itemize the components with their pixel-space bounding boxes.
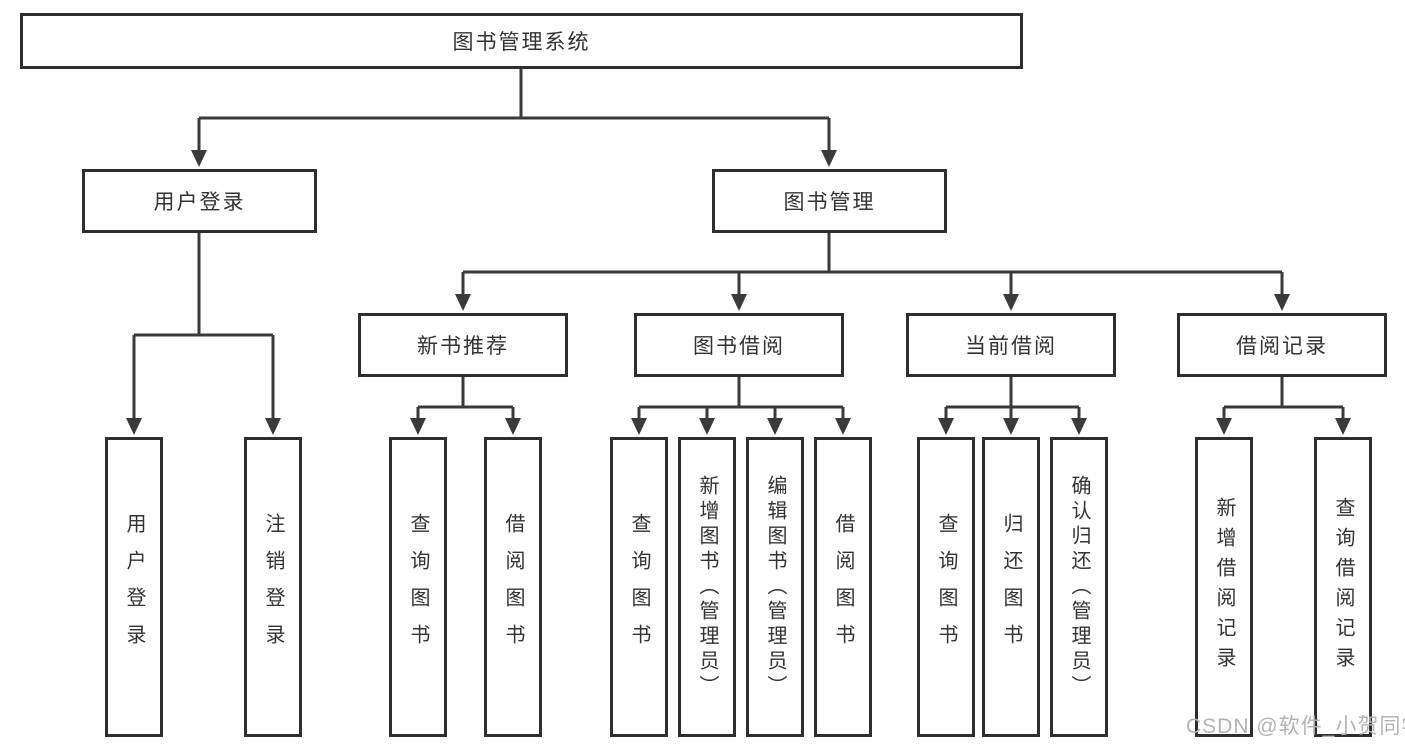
node-label: 图书借阅 [693,335,785,358]
node-label: 借阅图书 [502,513,524,661]
node-leaf-add-books-admin: 新增图书（管理员） [678,437,736,737]
node-label: 新书推荐 [417,335,509,358]
node-label: 借阅图书 [832,513,854,661]
node-user-login: 用户登录 [82,169,317,233]
node-label: 当前借阅 [965,335,1057,358]
node-book-management: 图书管理 [712,169,947,233]
node-label: 用户登录 [123,513,145,661]
node-label: 查询图书 [935,513,957,661]
node-label: 图书管理系统 [452,31,591,54]
node-leaf-confirm-return-admin: 确认归还（管理员） [1050,437,1108,737]
node-label: 查询图书 [407,513,429,661]
csdn-watermark: CSDN @软件_小贺同学 [1186,715,1405,738]
node-label: 借阅记录 [1236,335,1328,358]
node-leaf-query-books-borrow: 查询图书 [610,437,668,737]
node-book-borrowing: 图书借阅 [634,313,844,377]
node-leaf-user-login: 用户登录 [105,437,163,737]
node-leaf-logout: 注销登录 [244,437,302,737]
node-label: 查询图书 [628,513,650,661]
node-leaf-borrow-books: 借阅图书 [814,437,872,737]
node-new-book-recommendation: 新书推荐 [358,313,568,377]
node-label: 确认归还（管理员） [1068,474,1090,700]
node-label: 新增借阅记录 [1213,497,1235,677]
node-label: 归还图书 [1000,513,1022,661]
node-library-management-system: 图书管理系统 [20,13,1023,69]
node-leaf-borrow-books-rec: 借阅图书 [484,437,542,737]
node-label: 注销登录 [262,513,284,661]
node-label: 编辑图书（管理员） [764,474,786,700]
node-label: 查询借阅记录 [1332,497,1354,677]
node-leaf-query-books-rec: 查询图书 [389,437,447,737]
node-leaf-query-borrow-record: 查询借阅记录 [1314,437,1372,737]
node-leaf-return-books: 归还图书 [982,437,1040,737]
node-leaf-edit-books-admin: 编辑图书（管理员） [746,437,804,737]
node-borrowing-records: 借阅记录 [1177,313,1387,377]
node-label: 用户登录 [153,191,246,214]
node-label: 新增图书（管理员） [696,474,718,700]
node-current-borrowing: 当前借阅 [906,313,1116,377]
node-leaf-query-books-current: 查询图书 [917,437,975,737]
node-label: 图书管理 [783,191,876,214]
node-leaf-add-borrow-record: 新增借阅记录 [1195,437,1253,737]
